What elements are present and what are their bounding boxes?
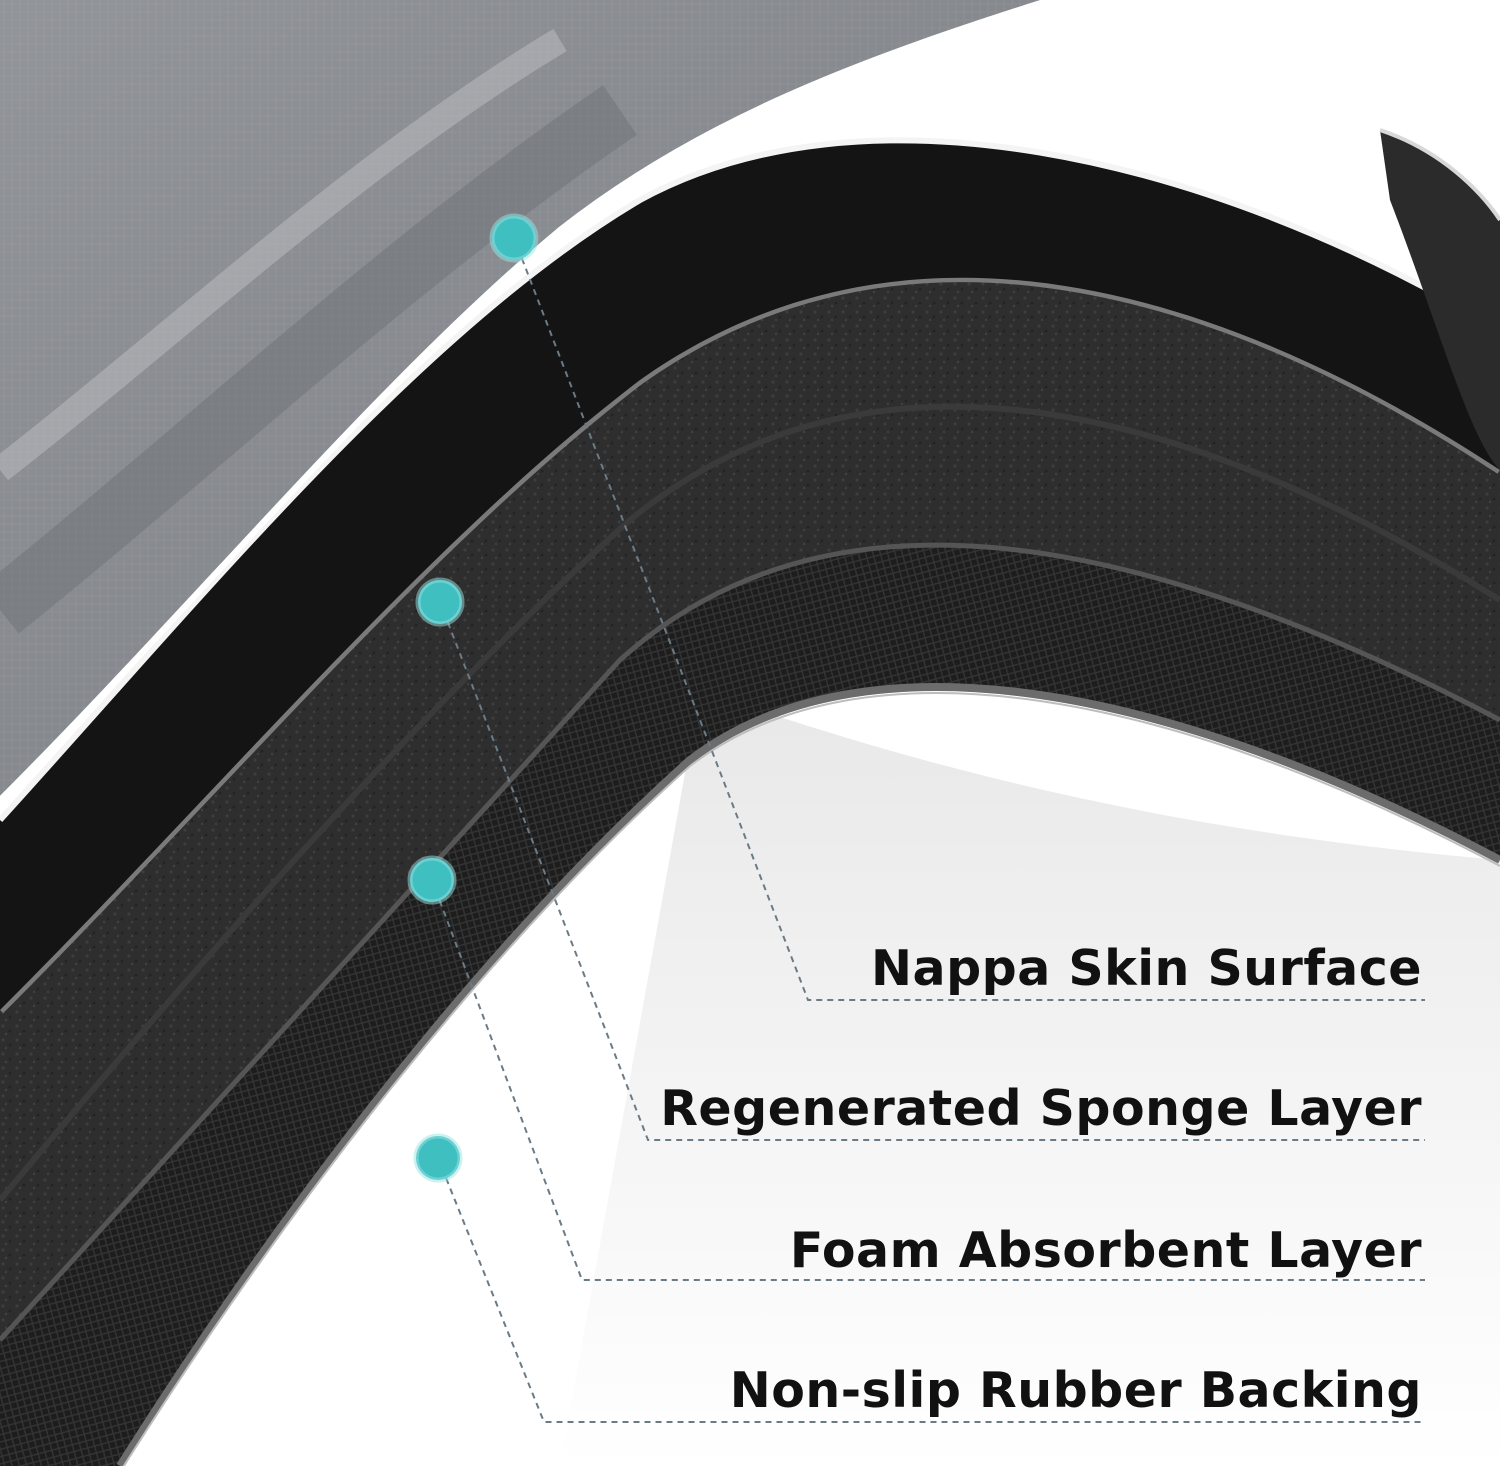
marker-dot-3 bbox=[407, 855, 457, 905]
rubber-backing-band bbox=[0, 545, 1500, 1466]
marker-dot-1 bbox=[489, 213, 539, 263]
marker-dot-4 bbox=[413, 1133, 463, 1183]
label-non-slip-rubber-backing: Non-slip Rubber Backing bbox=[729, 1362, 1422, 1419]
label-nappa-skin-surface: Nappa Skin Surface bbox=[871, 940, 1422, 997]
markers bbox=[407, 213, 539, 1183]
leader-lines bbox=[431, 237, 1425, 1423]
label-regenerated-sponge-layer: Regenerated Sponge Layer bbox=[660, 1080, 1422, 1137]
nappa-underside-band bbox=[0, 140, 1500, 1011]
marker-dot-2 bbox=[415, 577, 465, 627]
sponge-layer-band bbox=[0, 277, 1500, 1201]
foam-layer-band bbox=[0, 406, 1500, 1340]
label-foam-absorbent-layer: Foam Absorbent Layer bbox=[789, 1222, 1422, 1279]
leader-line-4 bbox=[437, 1157, 1425, 1423]
leader-line-1 bbox=[513, 237, 1425, 1001]
leader-line-2 bbox=[439, 601, 1425, 1141]
